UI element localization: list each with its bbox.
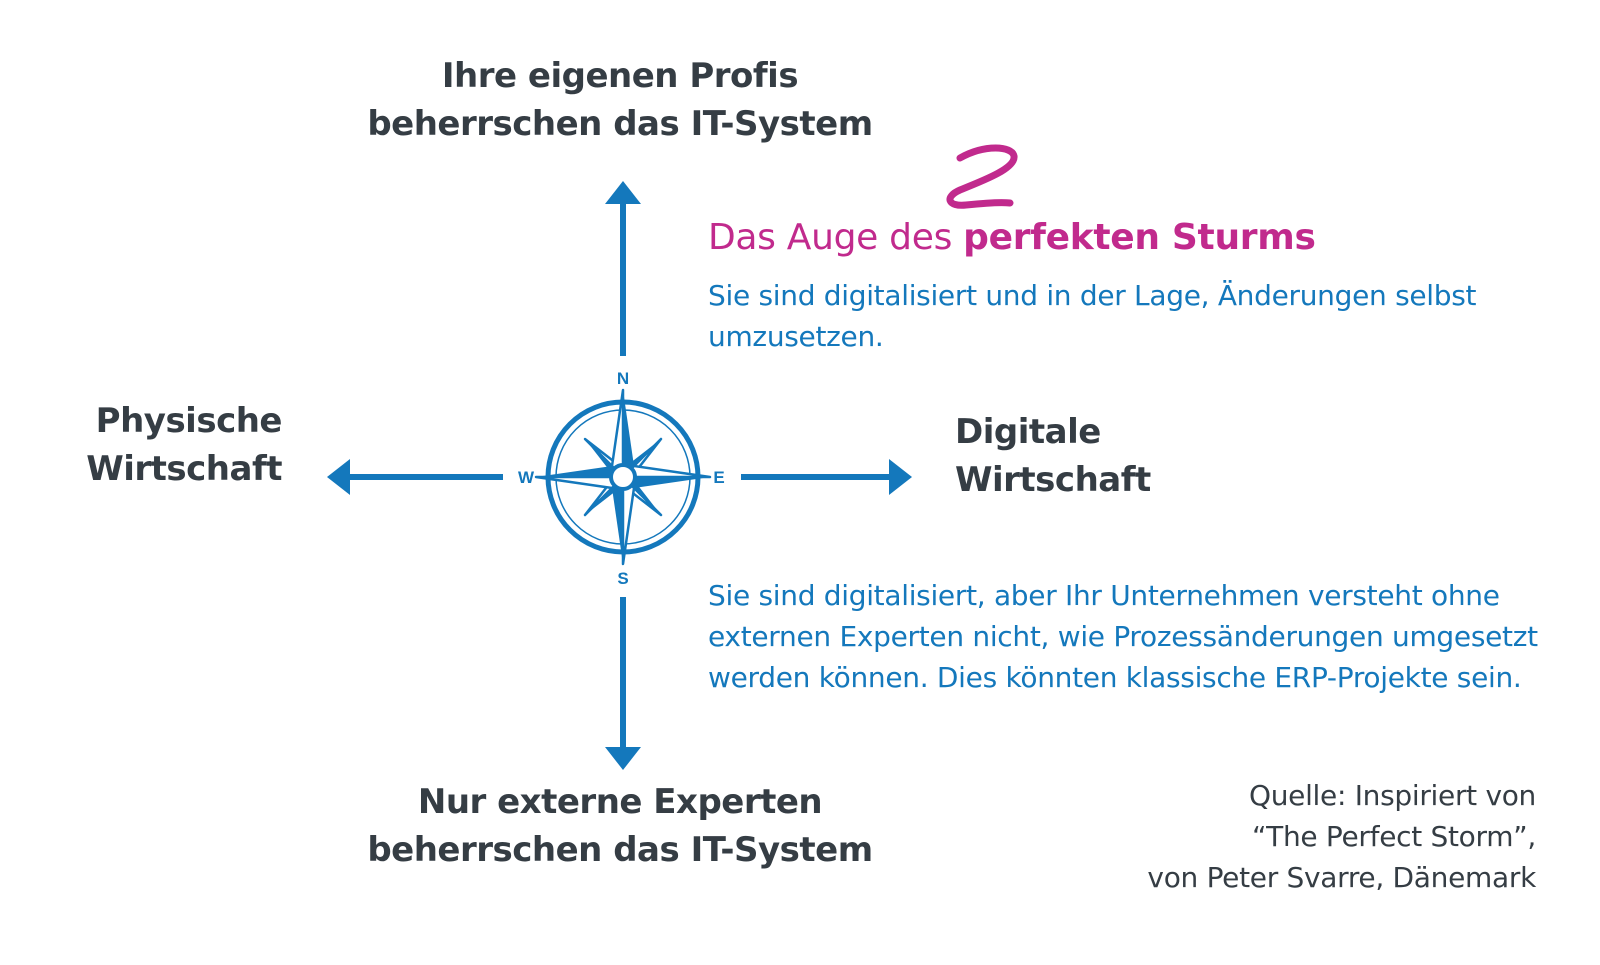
arrow-east: [741, 459, 912, 495]
axis-label-left-line-1: Physische: [95, 401, 283, 441]
compass-south-label: S: [617, 569, 628, 588]
description-line: umzusetzen.: [708, 320, 884, 353]
description-line: externen Experten nicht, wie Prozessände…: [708, 620, 1538, 653]
compass-east-label: E: [713, 468, 724, 487]
compass-north-label: N: [617, 369, 629, 388]
storm-squiggle-icon: [946, 144, 1018, 209]
compass-rose-icon: N S E W: [518, 369, 725, 588]
compass-west-label: W: [518, 468, 535, 487]
axis-label-bottom: Nur externe Experten beherrschen das IT-…: [360, 778, 880, 874]
axis-label-left-line-2: Wirtschaft: [86, 449, 282, 489]
quadrant-description-upper-right: Sie sind digitalisiert und in der Lage, …: [708, 275, 1477, 357]
axis-label-bottom-line-2: beherrschen das IT-System: [367, 830, 873, 870]
source-line: von Peter Svarre, Dänemark: [1147, 861, 1536, 894]
source-line: Quelle: Inspiriert von: [1248, 779, 1536, 812]
arrow-south: [605, 597, 641, 770]
axis-label-top: Ihre eigenen Profis beherrschen das IT-S…: [360, 52, 880, 148]
axis-label-right-line-1: Digitale: [955, 412, 1101, 452]
quadrant-description-lower-right: Sie sind digitalisiert, aber Ihr Unterne…: [708, 575, 1538, 698]
storm-title-prefix: Das Auge des: [708, 217, 964, 258]
description-line: Sie sind digitalisiert, aber Ihr Unterne…: [708, 579, 1500, 612]
description-line: Sie sind digitalisiert und in der Lage, …: [708, 279, 1477, 312]
source-attribution: Quelle: Inspiriert von “The Perfect Stor…: [1147, 775, 1536, 898]
axis-label-top-line-1: Ihre eigenen Profis: [441, 56, 799, 96]
arrow-west: [327, 459, 503, 495]
arrow-north: [605, 181, 641, 356]
axis-label-right-line-2: Wirtschaft: [955, 460, 1151, 500]
axis-label-top-line-2: beherrschen das IT-System: [367, 104, 873, 144]
storm-title: Das Auge des perfekten Sturms: [708, 216, 1316, 260]
axis-label-left: Physische Wirtschaft: [60, 397, 282, 493]
axis-label-bottom-line-1: Nur externe Experten: [417, 782, 823, 822]
source-line: “The Perfect Storm”,: [1251, 820, 1536, 853]
description-line: werden können. Dies könnten klassische E…: [708, 661, 1522, 694]
axis-label-right: Digitale Wirtschaft: [955, 408, 1255, 504]
storm-title-bold: perfekten Sturms: [963, 217, 1316, 258]
